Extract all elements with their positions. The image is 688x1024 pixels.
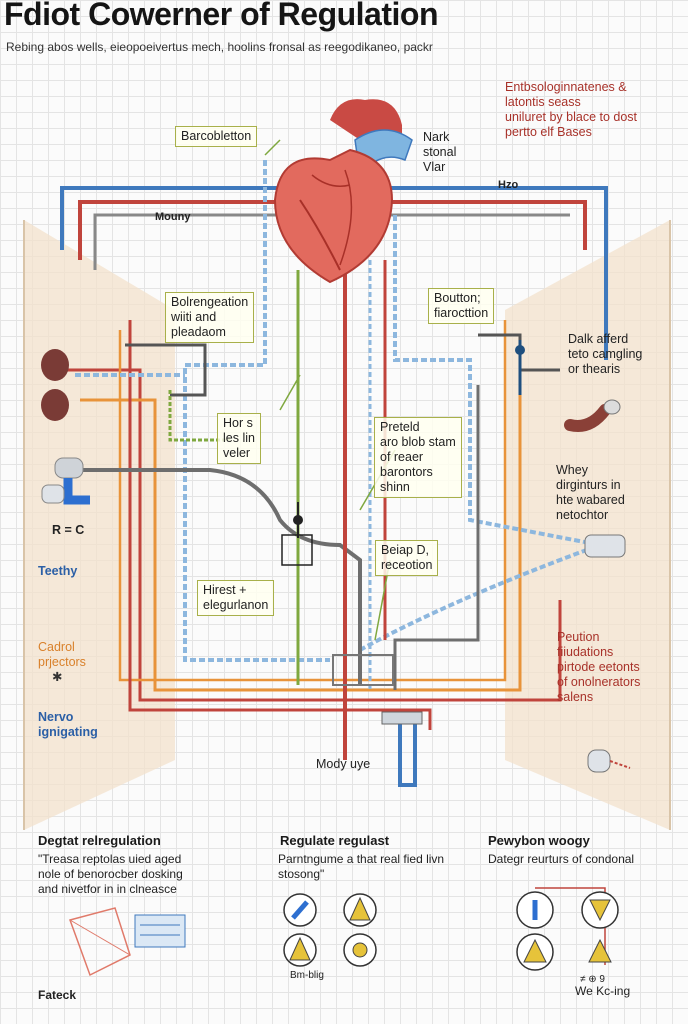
nerve-main-curve (80, 468, 362, 685)
page-title: Fdiot Cowerner of Regulation (4, 0, 438, 32)
bottom-col2-text: Parntngume a that real fied livn stosong… (278, 852, 445, 881)
regulation-diagram (23, 99, 671, 830)
syringe-icon-right (584, 534, 631, 773)
kidney-icon-1 (41, 349, 69, 381)
label-dalk: Dalk afferd teto camgling or thearis (568, 332, 643, 376)
label-hirest: Hirest + elegurlanon (197, 580, 275, 616)
label-mouny: Mouny (155, 211, 191, 223)
bottom-col1-footer: Fateck (38, 988, 77, 1002)
heart-illustration (273, 99, 413, 284)
kidney-icon-2 (41, 389, 69, 421)
bottom-col1-text: "Treasa reptolas uied aged nole of benor… (38, 852, 183, 896)
valve-bottom-center (381, 711, 423, 725)
cycle-icon-right (516, 887, 619, 971)
right-panel (505, 220, 670, 830)
capillary-right (393, 215, 601, 547)
bottom-col3-footer-top: ≠ ⊕ 9 (580, 974, 605, 985)
label-right-box: Boutton; fiarocttion (428, 288, 495, 324)
mechanism-sketch-icon (69, 907, 186, 977)
nerve-left-hook (125, 343, 207, 397)
label-mody: Mody uye (316, 757, 371, 771)
label-nark: Nark stonal Vlar (423, 130, 457, 174)
valve-icon-left (41, 457, 90, 505)
label-top-right: Entbsologinnatenes & latontis seass unil… (505, 80, 638, 139)
label-left-box: Bolrengeation wiiti and pleadaom (165, 292, 255, 343)
label-hzo: Hzo (498, 179, 519, 191)
bottom-col2-footer: Bm-blig (290, 970, 324, 981)
orange-loop-2 (118, 320, 507, 682)
label-whey: Whey dirginturs in hte wabared netochtor (556, 463, 625, 522)
marker-center (293, 502, 303, 538)
label-r-c: R = C (52, 523, 85, 537)
label-beap: Beiap D, receotion (375, 540, 439, 576)
artery-left-vertical (65, 368, 562, 702)
valve-center (332, 654, 394, 686)
bottom-col1-heading: Degtat relregulation (38, 833, 161, 848)
green-short (168, 390, 230, 442)
label-cadrol: Cadrol prjectors ✱ (38, 640, 86, 684)
page-subtitle: Rebing abos wells, eieopoeivertus mech, … (6, 40, 433, 54)
bottom-col3-footer: We Kc-ing (575, 984, 631, 998)
label-baroreceptor: Barcobletton (175, 126, 258, 147)
label-nervo: Nervo ignigating (38, 710, 98, 739)
capillary-left (183, 160, 330, 662)
vein-bottom-u (398, 720, 417, 787)
vessel-icon-right (564, 399, 621, 432)
label-peution: Peution fiiudations pirtode eetonts of o… (557, 630, 641, 704)
bottom-col3-heading: Pewybon woogy (488, 833, 590, 848)
bottom-col2-heading: Regulate regulast (280, 833, 390, 848)
label-preteld: Preteld aro blob stam of reaer barontors… (374, 417, 462, 498)
label-teethy: Teethy (38, 564, 78, 578)
red-loop-lower (128, 320, 432, 730)
marker-right (515, 340, 525, 395)
nerve-outer-loop (93, 213, 570, 270)
label-hor: Hor s les lin veler (217, 413, 261, 464)
nerve-right-curve (393, 385, 480, 690)
cycle-icon-center (283, 893, 377, 967)
bottom-col3-text: Dategr reurturs of condonal (488, 852, 635, 866)
